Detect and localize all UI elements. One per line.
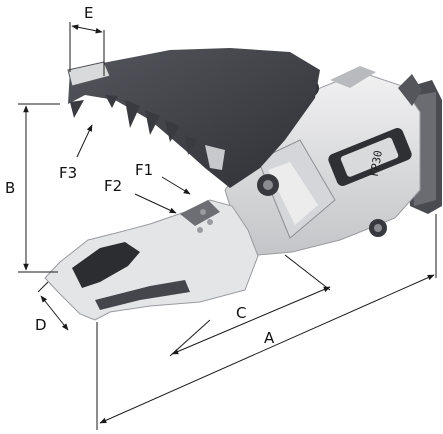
label-f2: F2 (104, 177, 122, 195)
label-a: A (264, 329, 275, 347)
dimension-labels: E B F3 F1 F2 D C A (5, 4, 275, 347)
label-c: C (236, 304, 246, 322)
f1-arrow (161, 176, 191, 195)
pulverizer-illustration: FP30 (44, 48, 442, 321)
f3-arrow (76, 124, 93, 158)
upper-jaw (68, 48, 320, 188)
lower-jaw-teeth (197, 209, 213, 233)
dimension-d-line (40, 295, 69, 331)
label-f1: F1 (135, 161, 153, 179)
dimension-a-line (99, 274, 435, 424)
lower-jaw (44, 199, 259, 321)
upper-jaw-teeth (70, 95, 198, 155)
dimension-lines (18, 22, 437, 430)
label-e: E (84, 4, 93, 22)
dimension-e-line (71, 24, 103, 34)
label-d: D (35, 316, 47, 334)
f2-arrow (134, 193, 177, 214)
label-b: B (5, 179, 15, 197)
model-plate: FP30 (368, 149, 385, 177)
label-f3: F3 (59, 164, 77, 182)
